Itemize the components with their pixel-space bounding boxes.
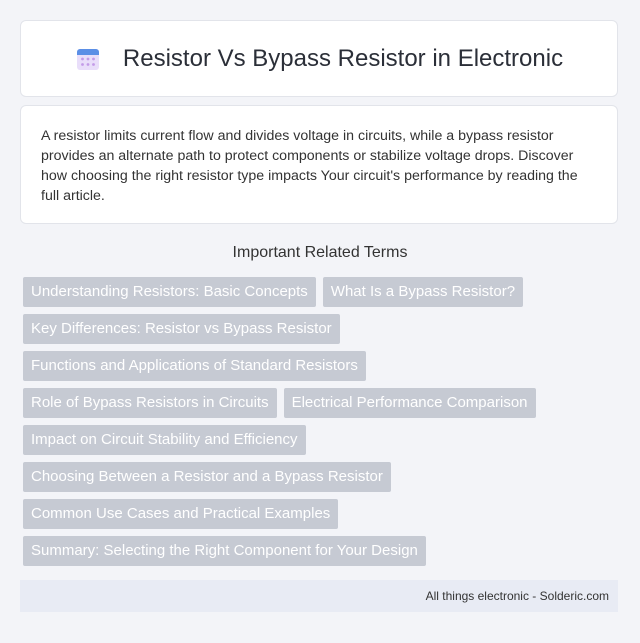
tag-row: Understanding Resistors: Basic Concepts … bbox=[23, 277, 623, 307]
tag-choosing-between[interactable]: Choosing Between a Resistor and a Bypass… bbox=[23, 462, 391, 492]
intro-text: A resistor limits current flow and divid… bbox=[41, 128, 578, 204]
tag-row: Role of Bypass Resistors in Circuits Ele… bbox=[23, 388, 623, 418]
tag-understanding-resistors[interactable]: Understanding Resistors: Basic Concepts bbox=[23, 277, 316, 307]
intro-card: A resistor limits current flow and divid… bbox=[20, 105, 618, 224]
tag-functions-applications[interactable]: Functions and Applications of Standard R… bbox=[23, 351, 366, 381]
tag-row: Impact on Circuit Stability and Efficien… bbox=[23, 425, 623, 455]
tag-row: Functions and Applications of Standard R… bbox=[23, 351, 623, 381]
page-title: Resistor Vs Bypass Resistor in Electroni… bbox=[122, 44, 564, 72]
tag-row: Summary: Selecting the Right Component f… bbox=[23, 536, 623, 566]
calendar-icon bbox=[75, 46, 101, 72]
tag-what-is-bypass-resistor[interactable]: What Is a Bypass Resistor? bbox=[322, 277, 524, 307]
related-terms-list: Understanding Resistors: Basic Concepts … bbox=[23, 277, 623, 573]
tag-impact-stability[interactable]: Impact on Circuit Stability and Efficien… bbox=[23, 425, 306, 455]
tag-role-bypass-resistors[interactable]: Role of Bypass Resistors in Circuits bbox=[23, 388, 277, 418]
footer-text: All things electronic - Solderic.com bbox=[425, 589, 609, 603]
tag-row: Common Use Cases and Practical Examples bbox=[23, 499, 623, 529]
tag-summary[interactable]: Summary: Selecting the Right Component f… bbox=[23, 536, 426, 566]
tag-key-differences[interactable]: Key Differences: Resistor vs Bypass Resi… bbox=[23, 314, 340, 344]
title-card: Resistor Vs Bypass Resistor in Electroni… bbox=[20, 20, 618, 97]
tag-common-use-cases[interactable]: Common Use Cases and Practical Examples bbox=[23, 499, 339, 529]
tag-row: Key Differences: Resistor vs Bypass Resi… bbox=[23, 314, 623, 344]
tag-electrical-performance[interactable]: Electrical Performance Comparison bbox=[283, 388, 536, 418]
footer: All things electronic - Solderic.com bbox=[20, 580, 618, 612]
tag-row: Choosing Between a Resistor and a Bypass… bbox=[23, 462, 623, 492]
related-terms-heading: Important Related Terms bbox=[232, 244, 408, 261]
